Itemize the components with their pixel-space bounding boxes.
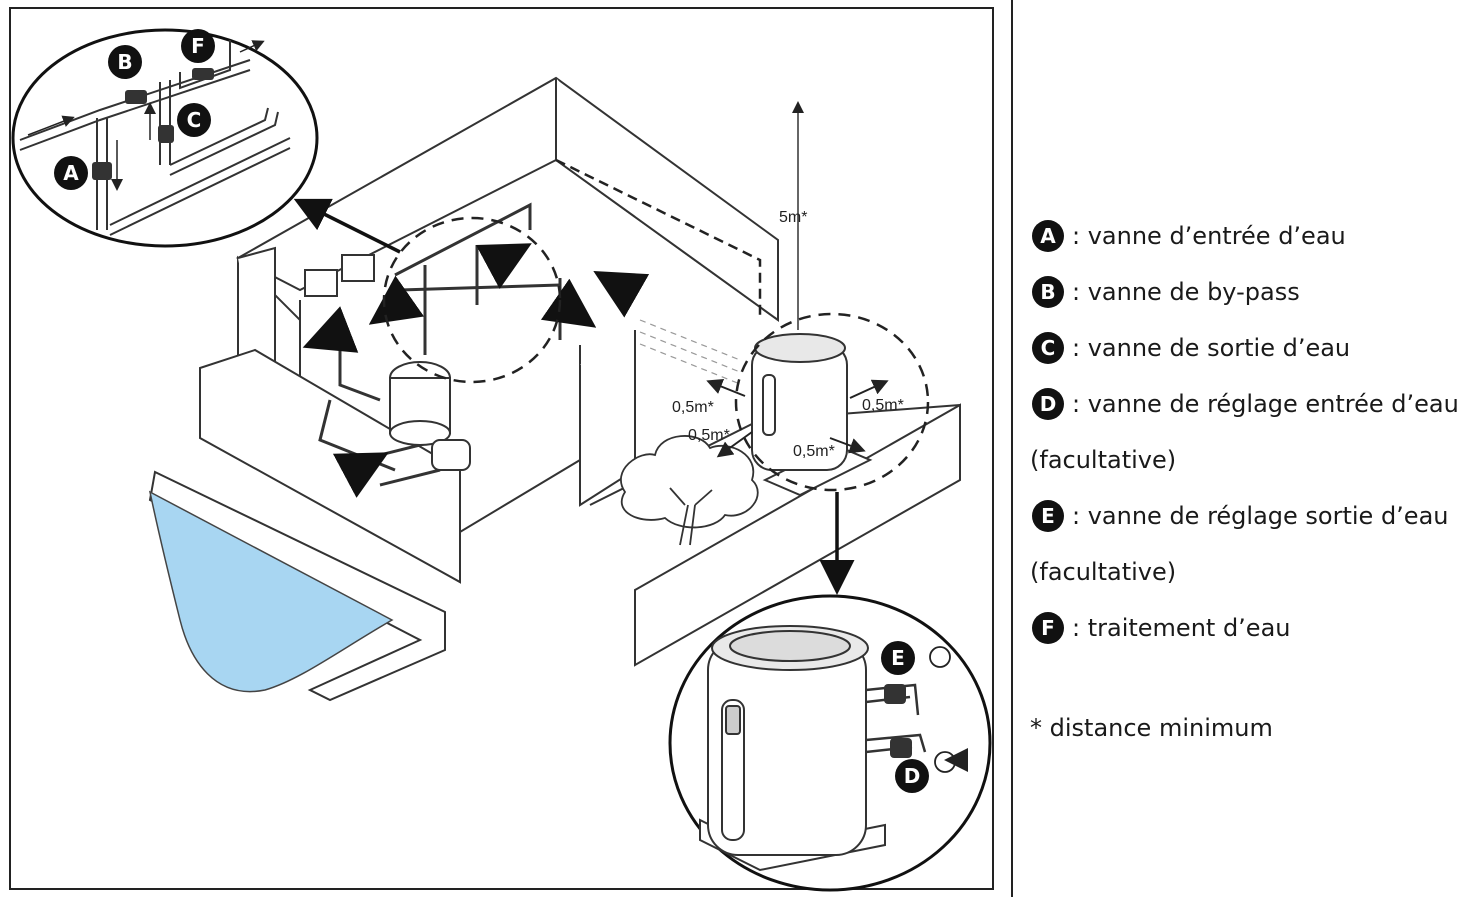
legend-badge-E [1032, 500, 1064, 532]
clearance-front: 0,5m* [793, 443, 835, 460]
badge-E-diagram: E [881, 641, 915, 675]
piping-zoom-zone [382, 216, 562, 384]
legend-badge-C [1032, 332, 1064, 364]
filter-pump [304, 254, 471, 471]
svg-text:C: C [187, 108, 202, 132]
badge-D-diagram: D [895, 759, 929, 793]
arrow-to-piping-detail [293, 198, 401, 254]
legend-footnote: * distance minimum [1030, 714, 1273, 742]
svg-text:F: F [191, 34, 205, 58]
pool-water [148, 490, 394, 693]
legend-item-C: C : vanne de sortie d’eau [1032, 332, 1350, 364]
height-distance: 5m* [779, 209, 807, 226]
clearance-left-top: 0,5m* [672, 399, 714, 416]
legend-badge-letter: A [1040, 224, 1056, 248]
legend-badge-letter: B [1040, 280, 1055, 304]
legend-badge-letter: E [1041, 504, 1055, 528]
diagram-frame [9, 7, 994, 890]
legend-item-D: D : vanne de réglage entrée d’eau (faculta… [1030, 388, 1459, 474]
building-illustration [148, 76, 961, 702]
legend-item-E: E : vanne de réglage sortie d’eau (faculta… [1030, 500, 1449, 586]
tree-illustration [620, 435, 759, 546]
legend-badge-B [1032, 276, 1064, 308]
clearance-arrows [706, 379, 889, 458]
svg-text:A: A [63, 161, 79, 185]
badge-A-diagram: A [54, 156, 88, 190]
legend-item-B: B : vanne de by-pass [1032, 276, 1300, 308]
legend-badge-A [1032, 220, 1064, 252]
svg-text:B: B [117, 50, 132, 74]
legend-badge-letter: D [1040, 392, 1057, 416]
legend-badge-letter: F [1041, 616, 1055, 640]
legend-description: : vanne de by-pass [1072, 278, 1300, 306]
svg-text:E: E [891, 646, 905, 670]
legend-description: : vanne de réglage entrée d’eau [1072, 390, 1459, 418]
legend-badge-letter: C [1041, 336, 1056, 360]
svg-text:D: D [904, 764, 921, 788]
badge-C-diagram: C [177, 103, 211, 137]
legend-description-continued: (facultative) [1030, 558, 1176, 586]
legend-item-A: A : vanne d’entrée d’eau [1032, 220, 1346, 252]
legend-badge-D [1032, 388, 1064, 420]
legend-badge-F [1032, 612, 1064, 644]
clearance-left-bottom: 0,5m* [688, 427, 730, 444]
badge-B-diagram: B [108, 45, 142, 79]
flow-arrows [302, 243, 650, 498]
heat-pump-zone [734, 312, 930, 492]
badge-F-diagram: F [181, 29, 215, 63]
legend-description: : traitement d’eau [1072, 614, 1290, 642]
legend-description: : vanne de réglage sortie d’eau [1072, 502, 1449, 530]
clearance-right: 0,5m* [862, 397, 904, 414]
legend-description: : vanne de sortie d’eau [1072, 334, 1350, 362]
piping-detail [11, 28, 319, 248]
heat-pump-detail [668, 594, 992, 892]
legend-description-continued: (facultative) [1030, 446, 1176, 474]
legend-item-F: F : traitement d’eau [1032, 612, 1290, 644]
legend-description: : vanne d’entrée d’eau [1072, 222, 1346, 250]
roof-edge-line [555, 158, 762, 320]
